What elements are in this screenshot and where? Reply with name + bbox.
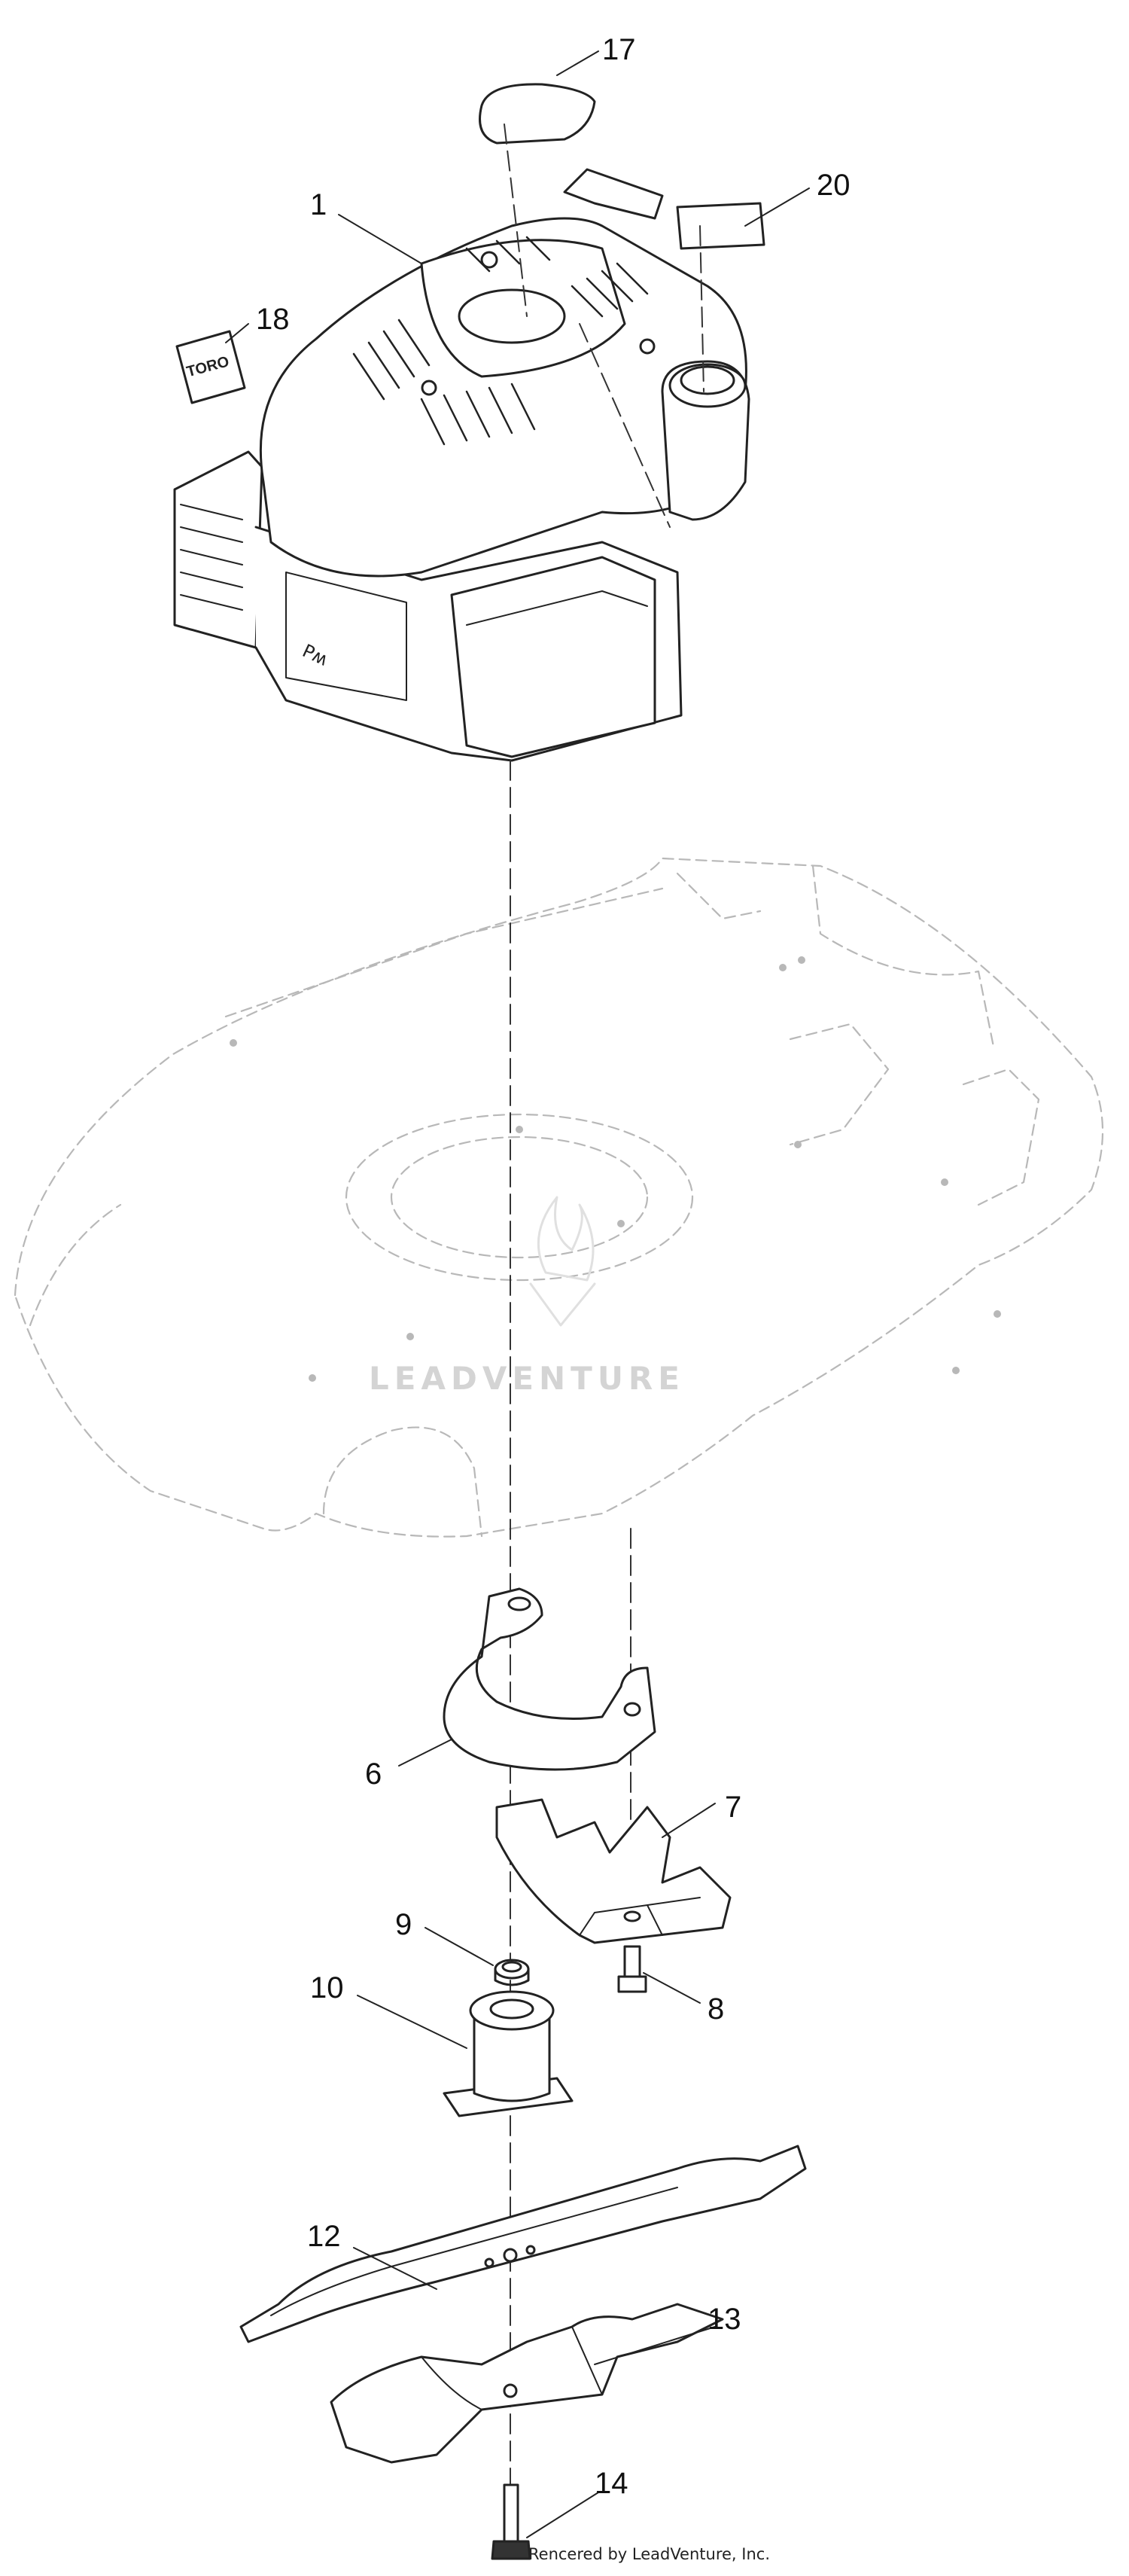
callout-18: 18 [256,303,290,336]
callout-10: 10 [310,1971,344,2004]
callout-12: 12 [307,2220,341,2253]
watermark-text: LEADVENTURE [369,1360,685,1397]
blade-bolt [491,2483,531,2560]
decal-20 [676,202,765,250]
callout-13: 13 [708,2303,741,2336]
callout-14: 14 [595,2467,628,2500]
callout-6: 6 [365,1757,382,1791]
washer-9 [494,1959,530,1986]
mulch-insert [330,2303,724,2464]
blade-shield [495,1798,732,1944]
callout-9: 9 [395,1908,412,1941]
mower-deck [14,857,1104,1538]
decal-17 [479,83,596,145]
blade-adapter [443,1990,574,2117]
deck-marks [230,956,1001,1382]
engine-assembly: Pʍ [173,168,750,762]
baffle-bracket [443,1587,656,1771]
render-credit: Rencered by LeadVenture, Inc. [528,2545,770,2563]
watermark-logo [529,1196,596,1327]
callout-7: 7 [725,1791,742,1824]
callout-1: 1 [310,188,327,221]
leader-lines [225,50,810,2538]
mower-blade [239,2145,807,2343]
callout-20: 20 [817,169,851,202]
decal-18-toro: TORO [175,330,246,404]
callout-8: 8 [708,1992,725,2026]
bolt-8 [617,1945,647,1993]
callout-17: 17 [602,33,636,66]
